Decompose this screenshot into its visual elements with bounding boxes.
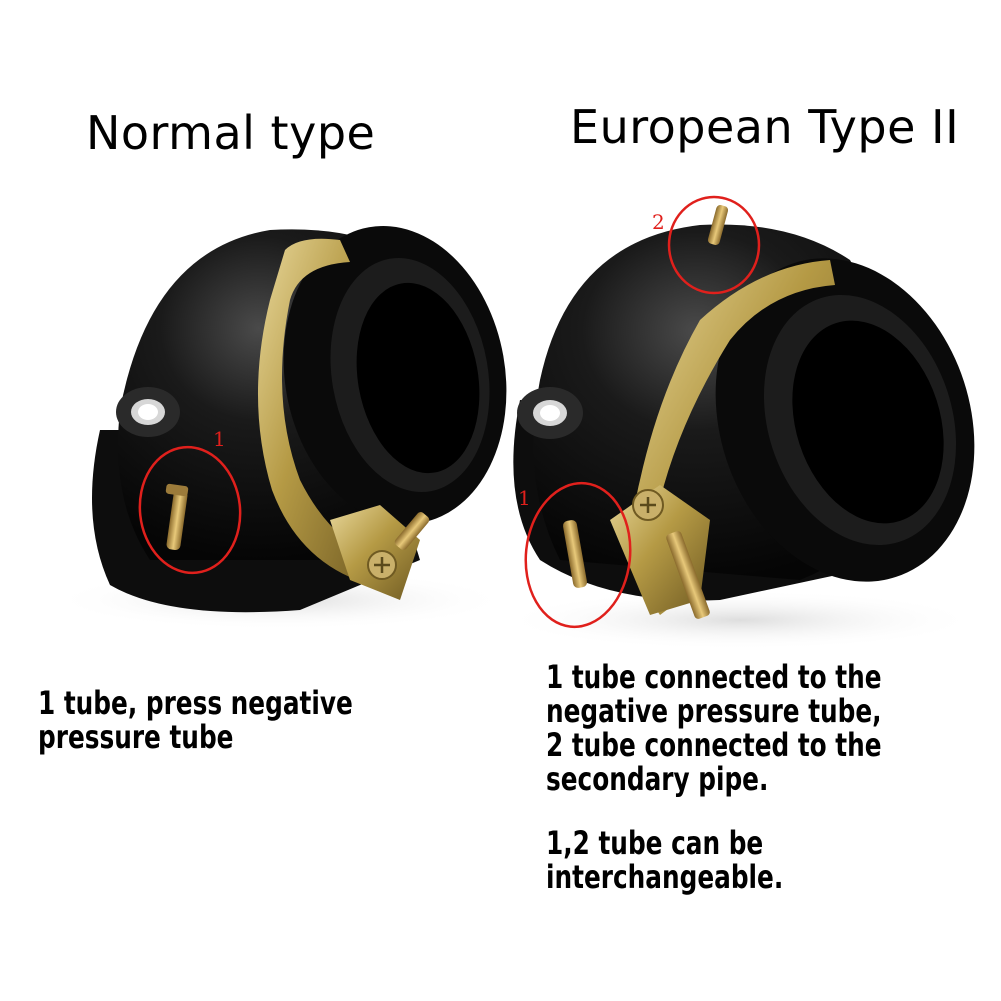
marker-left-1: 1 [213,427,226,451]
normal-type-title: Normal type [86,106,376,160]
european-type-caption: 1 tube connected to the negative pressur… [546,660,882,796]
caption-line: 1 tube connected to the [546,658,882,696]
normal-type-manifold: 1 [50,226,510,630]
european-type-ii-manifold: 1 2 [500,195,980,650]
caption-line: secondary pipe. [546,760,769,798]
caption-line: 1,2 tube can be [546,824,764,862]
caption-line: pressure tube [38,718,234,756]
caption-line: 1 tube, press negative [38,684,353,722]
normal-type-caption: 1 tube, press negative pressure tube [38,686,353,754]
caption-line: interchangeable. [546,858,784,896]
european-type-ii-title: European Type II [570,100,960,154]
interchangeable-note: 1,2 tube can be interchangeable. [546,826,783,894]
marker-right-2: 2 [652,210,665,234]
caption-line: negative pressure tube, [546,692,882,730]
marker-right-1: 1 [518,486,531,510]
caption-line: 2 tube connected to the [546,726,882,764]
